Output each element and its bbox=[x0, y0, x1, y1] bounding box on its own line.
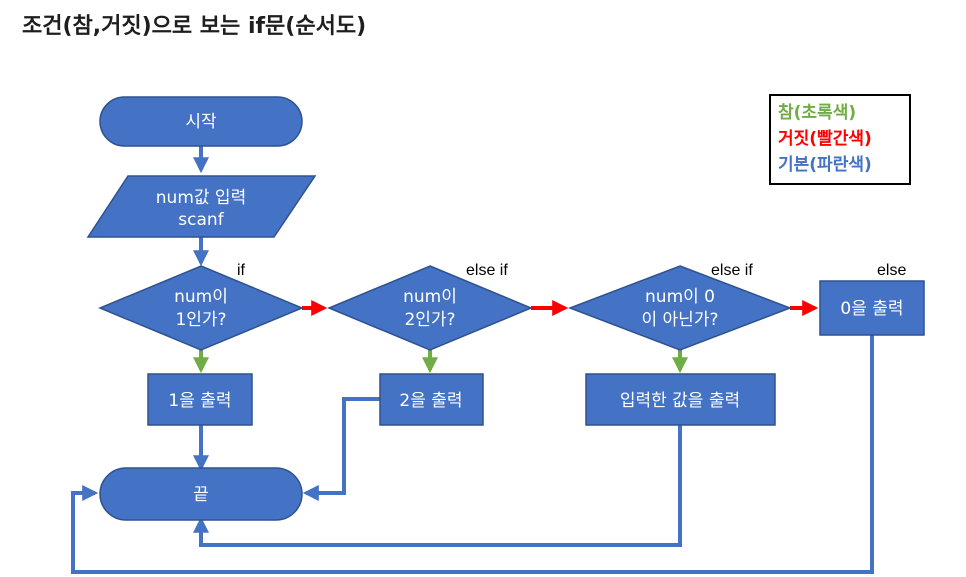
end-label: 끝 bbox=[193, 485, 209, 505]
cond3-label-line2: 이 아닌가? bbox=[642, 310, 719, 330]
decision-cond2 bbox=[327, 265, 533, 351]
start-label: 시작 bbox=[185, 112, 217, 132]
cond1-label-line1: num이 bbox=[174, 287, 228, 307]
input-label-line1: num값 입력 bbox=[156, 188, 246, 208]
page-title: 조건(참,거짓)으로 보는 if문(순서도) bbox=[22, 14, 367, 39]
out2-label: 2을 출력 bbox=[399, 391, 462, 411]
branch-else-if-1-label: else if bbox=[466, 262, 508, 279]
true-arrows bbox=[193, 350, 688, 374]
branch-else-if-2-label: else if bbox=[711, 262, 753, 279]
branch-labels: if else if else if else bbox=[237, 262, 906, 279]
process-out-zero bbox=[819, 280, 925, 336]
process-out-input bbox=[585, 373, 776, 426]
cond1-label-line2: 1인가? bbox=[175, 310, 226, 330]
node-labels: 시작 num값 입력 scanf num이 1인가? num이 2인가? num… bbox=[156, 112, 904, 505]
process-out2 bbox=[379, 373, 484, 426]
out-zero-label: 0을 출력 bbox=[840, 299, 903, 319]
connector-outinput-end bbox=[193, 425, 682, 547]
start-terminal bbox=[99, 96, 303, 147]
branch-else-label: else bbox=[877, 262, 906, 279]
cond2-label-line1: num이 bbox=[403, 287, 457, 307]
cond3-label-line1: num이 0 bbox=[645, 287, 715, 307]
input-label-line2: scanf bbox=[178, 210, 224, 230]
connector-out2-end bbox=[302, 397, 380, 501]
end-terminal bbox=[99, 467, 303, 521]
legend-default-label: 기본(파란색) bbox=[778, 155, 872, 175]
decision-cond3 bbox=[567, 265, 793, 351]
input-parallelogram bbox=[86, 175, 317, 238]
connector-outzero-end bbox=[71, 335, 874, 574]
out-input-label: 입력한 값을 출력 bbox=[620, 391, 740, 411]
legend-box bbox=[769, 94, 911, 185]
decision-cond1 bbox=[98, 265, 304, 351]
legend-true-label: 참(초록색) bbox=[778, 102, 856, 123]
legend-false-label: 거짓(빨간색) bbox=[778, 129, 872, 149]
cond2-label-line2: 2인가? bbox=[404, 310, 455, 330]
legend: 참(초록색) 거짓(빨간색) 기본(파란색) bbox=[769, 94, 911, 185]
flow-connectors bbox=[71, 146, 874, 574]
out1-label: 1을 출력 bbox=[168, 391, 231, 411]
branch-if-label: if bbox=[237, 262, 246, 279]
flow-shapes bbox=[86, 96, 925, 521]
process-out1 bbox=[147, 373, 253, 426]
